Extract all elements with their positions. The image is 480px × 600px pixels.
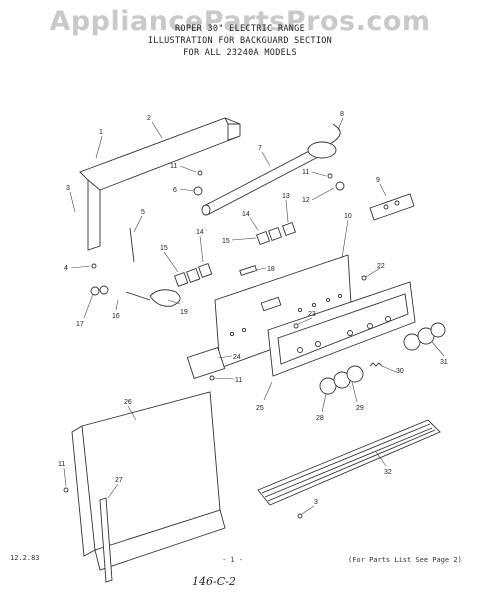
knobs (319, 322, 446, 395)
handwritten-code: 146-C-2 (192, 575, 236, 588)
callout-32: 32 (384, 469, 392, 476)
callout-16: 16 (112, 313, 120, 320)
callout-4: 4 (64, 265, 68, 272)
callout-11-d: 11 (58, 461, 65, 468)
callout-9: 9 (376, 177, 380, 184)
control-panel (214, 254, 353, 369)
callout-26: 26 (124, 399, 132, 406)
callout-3-b: 3 (314, 499, 318, 506)
callout-6: 6 (173, 187, 177, 194)
callout-18: 18 (267, 266, 275, 273)
tube-assembly (201, 123, 341, 216)
callout-22: 22 (377, 263, 385, 270)
callout-labels: 1 2 3 4 5 6 7 8 9 10 11 11 11 11 12 13 1… (58, 111, 448, 506)
spring (369, 362, 383, 367)
callout-11-a: 11 (170, 163, 177, 170)
callout-24: 24 (233, 354, 241, 361)
back-panel (71, 391, 226, 571)
bracket (186, 347, 226, 379)
callout-1: 1 (99, 129, 103, 136)
panel-overlay (267, 281, 416, 377)
header-line-1: ROPER 30" ELECTRIC RANGE (174, 24, 306, 34)
callout-25: 25 (256, 405, 264, 412)
callout-27: 27 (115, 477, 123, 484)
backguard-frame (79, 117, 241, 251)
rail (99, 497, 113, 583)
callout-8: 8 (340, 111, 344, 118)
small-plate (369, 193, 415, 221)
callout-15-a: 15 (222, 238, 230, 245)
watermark: AppliancePartsPros.com (49, 6, 431, 37)
callout-19: 19 (180, 309, 188, 316)
callout-14-b: 14 (196, 229, 204, 236)
callout-11-c: 11 (235, 377, 242, 384)
callout-7: 7 (258, 145, 262, 152)
callout-31: 31 (440, 359, 448, 366)
switch-cluster-left (125, 263, 213, 307)
header-line-3: FOR ALL 23240A MODELS (183, 48, 297, 58)
vent-trim (257, 419, 441, 506)
leader-lines (63, 117, 445, 515)
callout-13: 13 (282, 193, 290, 200)
header-line-2: ILLUSTRATION FOR BACKGUARD SECTION (147, 36, 333, 46)
callout-2: 2 (147, 115, 151, 122)
fasteners (63, 170, 367, 519)
callout-3: 3 (66, 185, 70, 192)
callout-28: 28 (316, 415, 324, 422)
callout-30: 30 (396, 368, 404, 375)
callout-14-a: 14 (242, 211, 250, 218)
switch-cluster-upper (256, 222, 296, 245)
footer-page: - 1 - (222, 556, 244, 564)
callout-29: 29 (356, 405, 364, 412)
callout-23: 23 (308, 311, 316, 318)
callout-12: 12 (302, 197, 310, 204)
footer-date: 12.2.83 (10, 554, 40, 562)
callout-10: 10 (344, 213, 352, 220)
callout-11-b: 11 (302, 169, 309, 176)
callout-15-b: 15 (160, 245, 168, 252)
footer-note: (For Parts List See Page 2) (348, 556, 462, 564)
callout-5: 5 (141, 209, 145, 216)
callout-17: 17 (76, 321, 84, 328)
